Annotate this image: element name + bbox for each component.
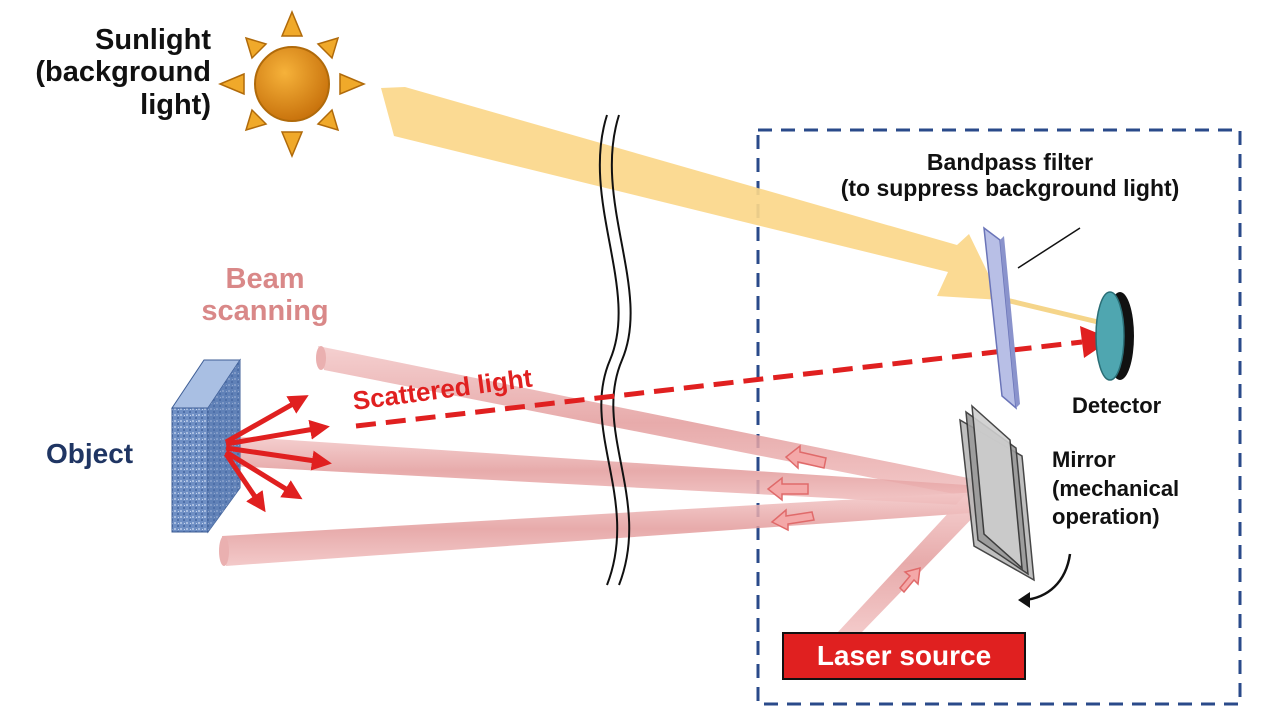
direction-arrow-1 bbox=[784, 444, 827, 470]
scatter-arrow-1 bbox=[224, 395, 309, 445]
bandpass-filter-label: Bandpass filter (to suppress background … bbox=[840, 149, 1180, 201]
scatter-arrows bbox=[223, 395, 332, 513]
object-label: Object bbox=[46, 438, 134, 469]
sunlight-beam bbox=[381, 87, 1001, 300]
beam-direction-arrows bbox=[766, 444, 921, 594]
filtered-sunlight-ray bbox=[1005, 297, 1099, 325]
direction-arrow-3 bbox=[770, 508, 815, 532]
mirror-stack-icon bbox=[959, 404, 1035, 582]
sun-icon bbox=[218, 10, 366, 158]
sunlight-label: Sunlight (background light) bbox=[35, 24, 211, 121]
mirror-label: Mirror (mechanical operation) bbox=[1052, 447, 1180, 530]
system-boundary bbox=[756, 128, 1242, 706]
direction-arrow-4 bbox=[898, 566, 921, 594]
direction-arrow-2 bbox=[766, 476, 809, 502]
scatter-arrow-4 bbox=[224, 449, 303, 500]
laser-beam-end-bottom bbox=[219, 536, 229, 566]
laser-source-label: Laser source bbox=[816, 640, 992, 671]
wavy-break-icon bbox=[598, 114, 620, 586]
laser-beam-end-top bbox=[316, 346, 326, 370]
cube-icon bbox=[171, 358, 241, 534]
laser-source-box: Laser source bbox=[782, 632, 1026, 680]
scatter-arrow-3 bbox=[225, 445, 332, 471]
laser-beam-incoming bbox=[838, 495, 985, 632]
laser-beam-bottom bbox=[222, 492, 985, 566]
lens-disc-icon bbox=[1095, 291, 1134, 381]
scattered-light-arrow bbox=[355, 339, 1083, 429]
rotation-arrow bbox=[1023, 553, 1072, 602]
detector-label: Detector bbox=[1072, 393, 1162, 418]
scattered-label-layer: Scattered light bbox=[351, 363, 534, 416]
scatter-arrow-5 bbox=[223, 452, 266, 513]
scatter-arrow-2 bbox=[225, 419, 330, 447]
filter-leader-line bbox=[1017, 227, 1081, 269]
beam-scanning-label: Beam scanning bbox=[201, 263, 329, 328]
glass-plate-icon bbox=[983, 226, 1020, 410]
